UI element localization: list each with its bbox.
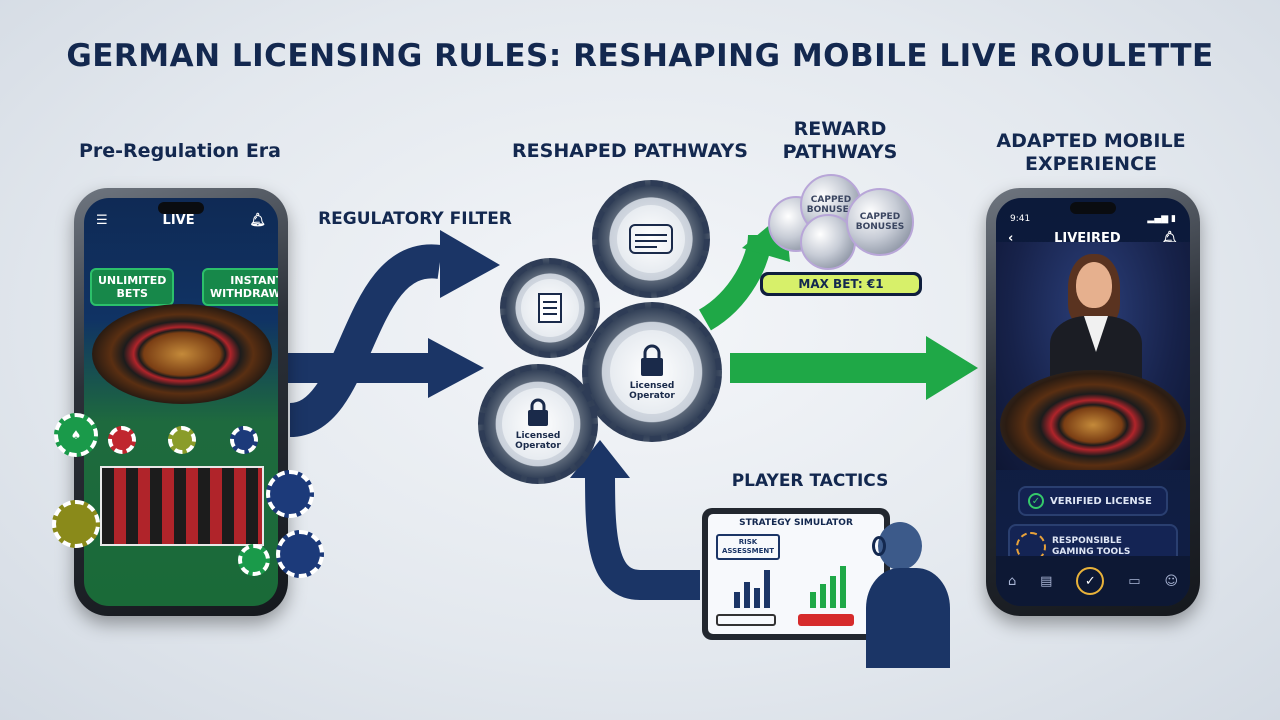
gear-stamp: [592, 180, 710, 298]
phone-header-adapted: LIVEIRED: [1054, 230, 1121, 246]
gear-document: [500, 258, 600, 358]
label-reward-pathways: REWARD PATHWAYS: [782, 118, 898, 163]
nav-wallet[interactable]: ▭: [1128, 574, 1140, 589]
status-icons: ▂▄▆ ▮: [1147, 214, 1176, 224]
strategy-button-dark[interactable]: [716, 614, 776, 626]
navy-arrow-straight-head: [428, 338, 484, 398]
tablet-screen: STRATEGY SIMULATOR RISK ASSESSMENT: [708, 514, 884, 634]
label-reshaped-pathways: RESHAPED PATHWAYS: [512, 140, 748, 162]
max-bet-label: MAX BET: €1: [763, 275, 919, 293]
phone-screen-pre: ☰ LIVE 🔔︎ UNLIMITED BETS INSTANT WITHDRA…: [84, 198, 278, 606]
headset-icon: [872, 536, 886, 556]
document-icon: [538, 293, 562, 323]
bell-icon[interactable]: 🔔︎: [249, 212, 266, 228]
phone-pre-regulation: ☰ LIVE 🔔︎ UNLIMITED BETS INSTANT WITHDRA…: [74, 188, 288, 616]
chip-icon: ♠: [54, 413, 98, 457]
navy-arrow-tactics: [585, 469, 700, 600]
center-check-icon: ✓: [1076, 567, 1105, 595]
pill-instant-withdrawals: INSTANT WITHDRAWALS: [202, 268, 278, 306]
menu-icon[interactable]: ☰: [96, 212, 108, 228]
player-body: [866, 568, 950, 668]
strategy-bars: [734, 566, 846, 608]
lock-icon: [528, 398, 548, 426]
roulette-wheel-live: [1000, 370, 1186, 470]
max-bet-badge: MAX BET: €1: [760, 272, 922, 296]
home-icon: ⌂: [1007, 573, 1017, 589]
live-dealer-stage: [996, 242, 1190, 470]
chip-icon: [276, 530, 324, 578]
player-figure: [860, 520, 950, 670]
check-icon: ✓: [1028, 493, 1044, 509]
chip-icon: [266, 470, 314, 518]
page-title: GERMAN LICENSING RULES: RESHAPING MOBILE…: [66, 38, 1214, 74]
betting-table: [100, 466, 264, 546]
label-regulatory-filter: REGULATORY FILTER: [318, 209, 512, 229]
responsible-gaming-label: RESPONSIBLE GAMING TOOLS: [1052, 536, 1131, 557]
gear-licensed-operator-second: Licensed Operator: [478, 364, 598, 484]
label-pre-regulation: Pre-Regulation Era: [78, 140, 281, 162]
dealer-face: [1076, 262, 1112, 308]
nav-profile[interactable]: ☺: [1164, 574, 1178, 589]
strategy-simulator-heading: STRATEGY SIMULATOR: [739, 518, 853, 528]
licensed-operator-label-2: Licensed Operator: [515, 430, 561, 451]
label-adapted-mobile: ADAPTED MOBILE EXPERIENCE: [996, 130, 1186, 175]
phone-screen-adapted: 9:41 ▂▄▆ ▮ ‹ LIVEIRED 🔔︎ ✓ VERIFIED LICE…: [996, 198, 1190, 606]
verified-license-badge: ✓ VERIFIED LICENSE: [1018, 486, 1168, 516]
chip-icon: [238, 544, 270, 576]
stamp-icon: [629, 224, 673, 254]
wallet-icon: ▭: [1128, 573, 1141, 589]
chip-icon: [230, 426, 258, 454]
phone-topbar: ☰ LIVE 🔔︎: [84, 198, 278, 242]
bell-icon[interactable]: 🔔︎: [1161, 230, 1178, 246]
lock-icon: [641, 344, 663, 376]
bottom-nav: ⌂ ▤ ✓ ▭ ☺: [996, 556, 1190, 606]
navy-arrow-tactics-head: [570, 440, 630, 478]
back-icon[interactable]: ‹: [1008, 230, 1014, 246]
strategy-tablet: STRATEGY SIMULATOR RISK ASSESSMENT: [702, 508, 890, 640]
gear-licensed-operator-main: Licensed Operator: [582, 302, 722, 442]
profile-icon: ☺: [1164, 573, 1178, 589]
pill-unlimited-bets: UNLIMITED BETS: [90, 268, 175, 306]
strategy-button-red[interactable]: [798, 614, 854, 626]
chip-icon: [52, 500, 100, 548]
nav-home[interactable]: ⌂: [1008, 574, 1016, 589]
navy-arrow-loop: [287, 244, 443, 437]
risk-assessment-box: RISK ASSESSMENT: [716, 534, 780, 560]
phone-topbar-adapted: ‹ LIVEIRED 🔔︎: [996, 216, 1190, 260]
label-player-tactics: PLAYER TACTICS: [731, 471, 889, 491]
green-arrow-main-head: [926, 336, 978, 400]
nav-games[interactable]: ▤: [1040, 574, 1052, 589]
phone-notch: [158, 202, 204, 214]
phone-notch: [1070, 202, 1116, 214]
navy-arrow-loop-head: [440, 230, 500, 298]
games-icon: ▤: [1040, 573, 1053, 589]
roulette-wheel: [92, 304, 272, 404]
coin-capped-bonuses-2: CAPPED BONUSES: [846, 188, 914, 256]
chip-icon: [108, 426, 136, 454]
verified-license-label: VERIFIED LICENSE: [1050, 495, 1152, 507]
nav-center[interactable]: ✓: [1076, 567, 1105, 595]
phone-header: LIVE: [162, 212, 195, 228]
licensed-operator-label: Licensed Operator: [629, 380, 675, 401]
chip-icon: [168, 426, 196, 454]
phone-adapted: 9:41 ▂▄▆ ▮ ‹ LIVEIRED 🔔︎ ✓ VERIFIED LICE…: [986, 188, 1200, 616]
status-time: 9:41: [1010, 214, 1031, 224]
